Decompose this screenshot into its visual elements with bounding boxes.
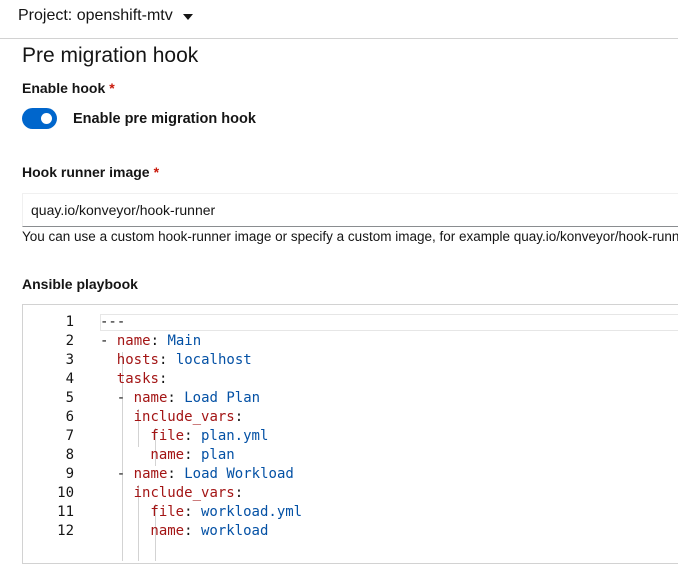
indent-guide <box>122 352 123 561</box>
yaml-key: tasks <box>116 371 159 387</box>
line-number: 4 <box>65 371 74 387</box>
yaml-value: --- <box>100 314 126 330</box>
required-indicator: * <box>153 164 160 180</box>
top-bar: Project: openshift-mtv <box>0 0 678 39</box>
code-text: name: plan <box>150 446 234 465</box>
code-text: tasks: <box>117 370 168 389</box>
ansible-playbook-label: Ansible playbook <box>22 276 138 292</box>
indent-guide <box>138 409 139 447</box>
code-text: file: workload.yml <box>150 503 302 522</box>
yaml-value: workload <box>200 523 269 539</box>
yaml-value: Load Workload <box>184 466 294 482</box>
required-indicator: * <box>109 80 115 96</box>
hook-runner-image-input[interactable] <box>22 193 678 227</box>
yaml-key: name <box>133 390 168 406</box>
hook-runner-image-label-text: Hook runner image <box>22 164 150 180</box>
code-line: 9 - name: Load Workload <box>23 465 678 484</box>
yaml-separator: : <box>158 352 176 368</box>
code-line: 8 name: plan <box>23 446 678 465</box>
yaml-separator: : <box>184 504 201 520</box>
enable-hook-label: Enable hook* <box>22 80 115 96</box>
enable-hook-toggle-label[interactable]: Enable pre migration hook <box>73 110 256 127</box>
yaml-value: localhost <box>175 352 252 368</box>
yaml-list-dash: - <box>116 390 134 406</box>
code-text: - name: Load Workload <box>117 465 294 484</box>
yaml-separator: : <box>184 523 201 539</box>
yaml-key: include_vars <box>133 485 235 501</box>
yaml-value: plan <box>200 447 235 463</box>
code-text: hosts: localhost <box>117 351 252 370</box>
active-line-highlight <box>100 314 678 331</box>
hook-runner-image-label: Hook runner image* <box>22 164 159 180</box>
line-number: 5 <box>65 390 74 406</box>
indent-guide <box>138 485 139 561</box>
yaml-list-dash: - <box>100 333 117 349</box>
yaml-value: workload.yml <box>200 504 303 520</box>
enable-hook-toggle[interactable] <box>22 108 57 129</box>
yaml-key: name <box>133 466 168 482</box>
hook-runner-helper-text: You can use a custom hook-runner image o… <box>22 229 678 244</box>
yaml-value: Main <box>167 333 202 349</box>
yaml-list-dash: - <box>116 466 134 482</box>
project-selector-label: Project: openshift-mtv <box>18 7 173 24</box>
line-number: 6 <box>65 409 74 425</box>
line-number: 9 <box>65 466 74 482</box>
code-line: 11 file: workload.yml <box>23 503 678 522</box>
line-number: 7 <box>65 428 74 444</box>
code-text: include_vars: <box>134 484 244 503</box>
line-number: 1 <box>65 314 74 330</box>
indent-guide <box>155 428 156 466</box>
yaml-separator: : <box>167 466 185 482</box>
yaml-separator: : <box>158 371 168 387</box>
code-text: - name: Main <box>100 332 201 351</box>
enable-hook-label-text: Enable hook <box>22 80 106 96</box>
code-line: 10 include_vars: <box>23 484 678 503</box>
yaml-key: name <box>150 523 185 539</box>
code-text: include_vars: <box>134 408 244 427</box>
yaml-key: file <box>150 504 185 520</box>
code-line: 7 file: plan.yml <box>23 427 678 446</box>
code-text: --- <box>100 313 125 332</box>
yaml-key: name <box>116 333 151 349</box>
line-number: 8 <box>65 447 74 463</box>
yaml-separator: : <box>184 447 201 463</box>
enable-hook-row: Enable pre migration hook <box>22 108 256 129</box>
yaml-value: Load Plan <box>184 390 261 406</box>
caret-down-icon <box>182 13 193 20</box>
line-number: 11 <box>57 504 74 520</box>
code-line: 3 hosts: localhost <box>23 351 678 370</box>
code-line: 4 tasks: <box>23 370 678 389</box>
project-selector[interactable]: Project: openshift-mtv <box>18 7 193 25</box>
yaml-key: name <box>150 447 185 463</box>
code-line: 2 - name: Main <box>23 332 678 351</box>
code-line: 6 include_vars: <box>23 408 678 427</box>
yaml-separator: : <box>150 333 168 349</box>
yaml-key: include_vars <box>133 409 235 425</box>
code-text: file: plan.yml <box>150 427 268 446</box>
code-line: 1 --- <box>23 313 678 332</box>
yaml-separator: : <box>184 428 201 444</box>
yaml-separator: : <box>234 485 244 501</box>
yaml-separator: : <box>234 409 244 425</box>
line-number: 3 <box>65 352 74 368</box>
line-number: 10 <box>57 485 74 501</box>
yaml-key: file <box>150 428 185 444</box>
toggle-knob <box>41 113 52 124</box>
code-text: name: workload <box>150 522 268 541</box>
yaml-separator: : <box>167 390 185 406</box>
code-line: 5 - name: Load Plan <box>23 389 678 408</box>
indent-guide <box>155 504 156 561</box>
section-title: Pre migration hook <box>22 44 199 67</box>
line-number: 12 <box>57 523 74 539</box>
yaml-value: plan.yml <box>200 428 269 444</box>
code-text: - name: Load Plan <box>117 389 260 408</box>
line-number: 2 <box>65 333 74 349</box>
yaml-key: hosts <box>116 352 159 368</box>
code-line: 12 name: workload <box>23 522 678 541</box>
